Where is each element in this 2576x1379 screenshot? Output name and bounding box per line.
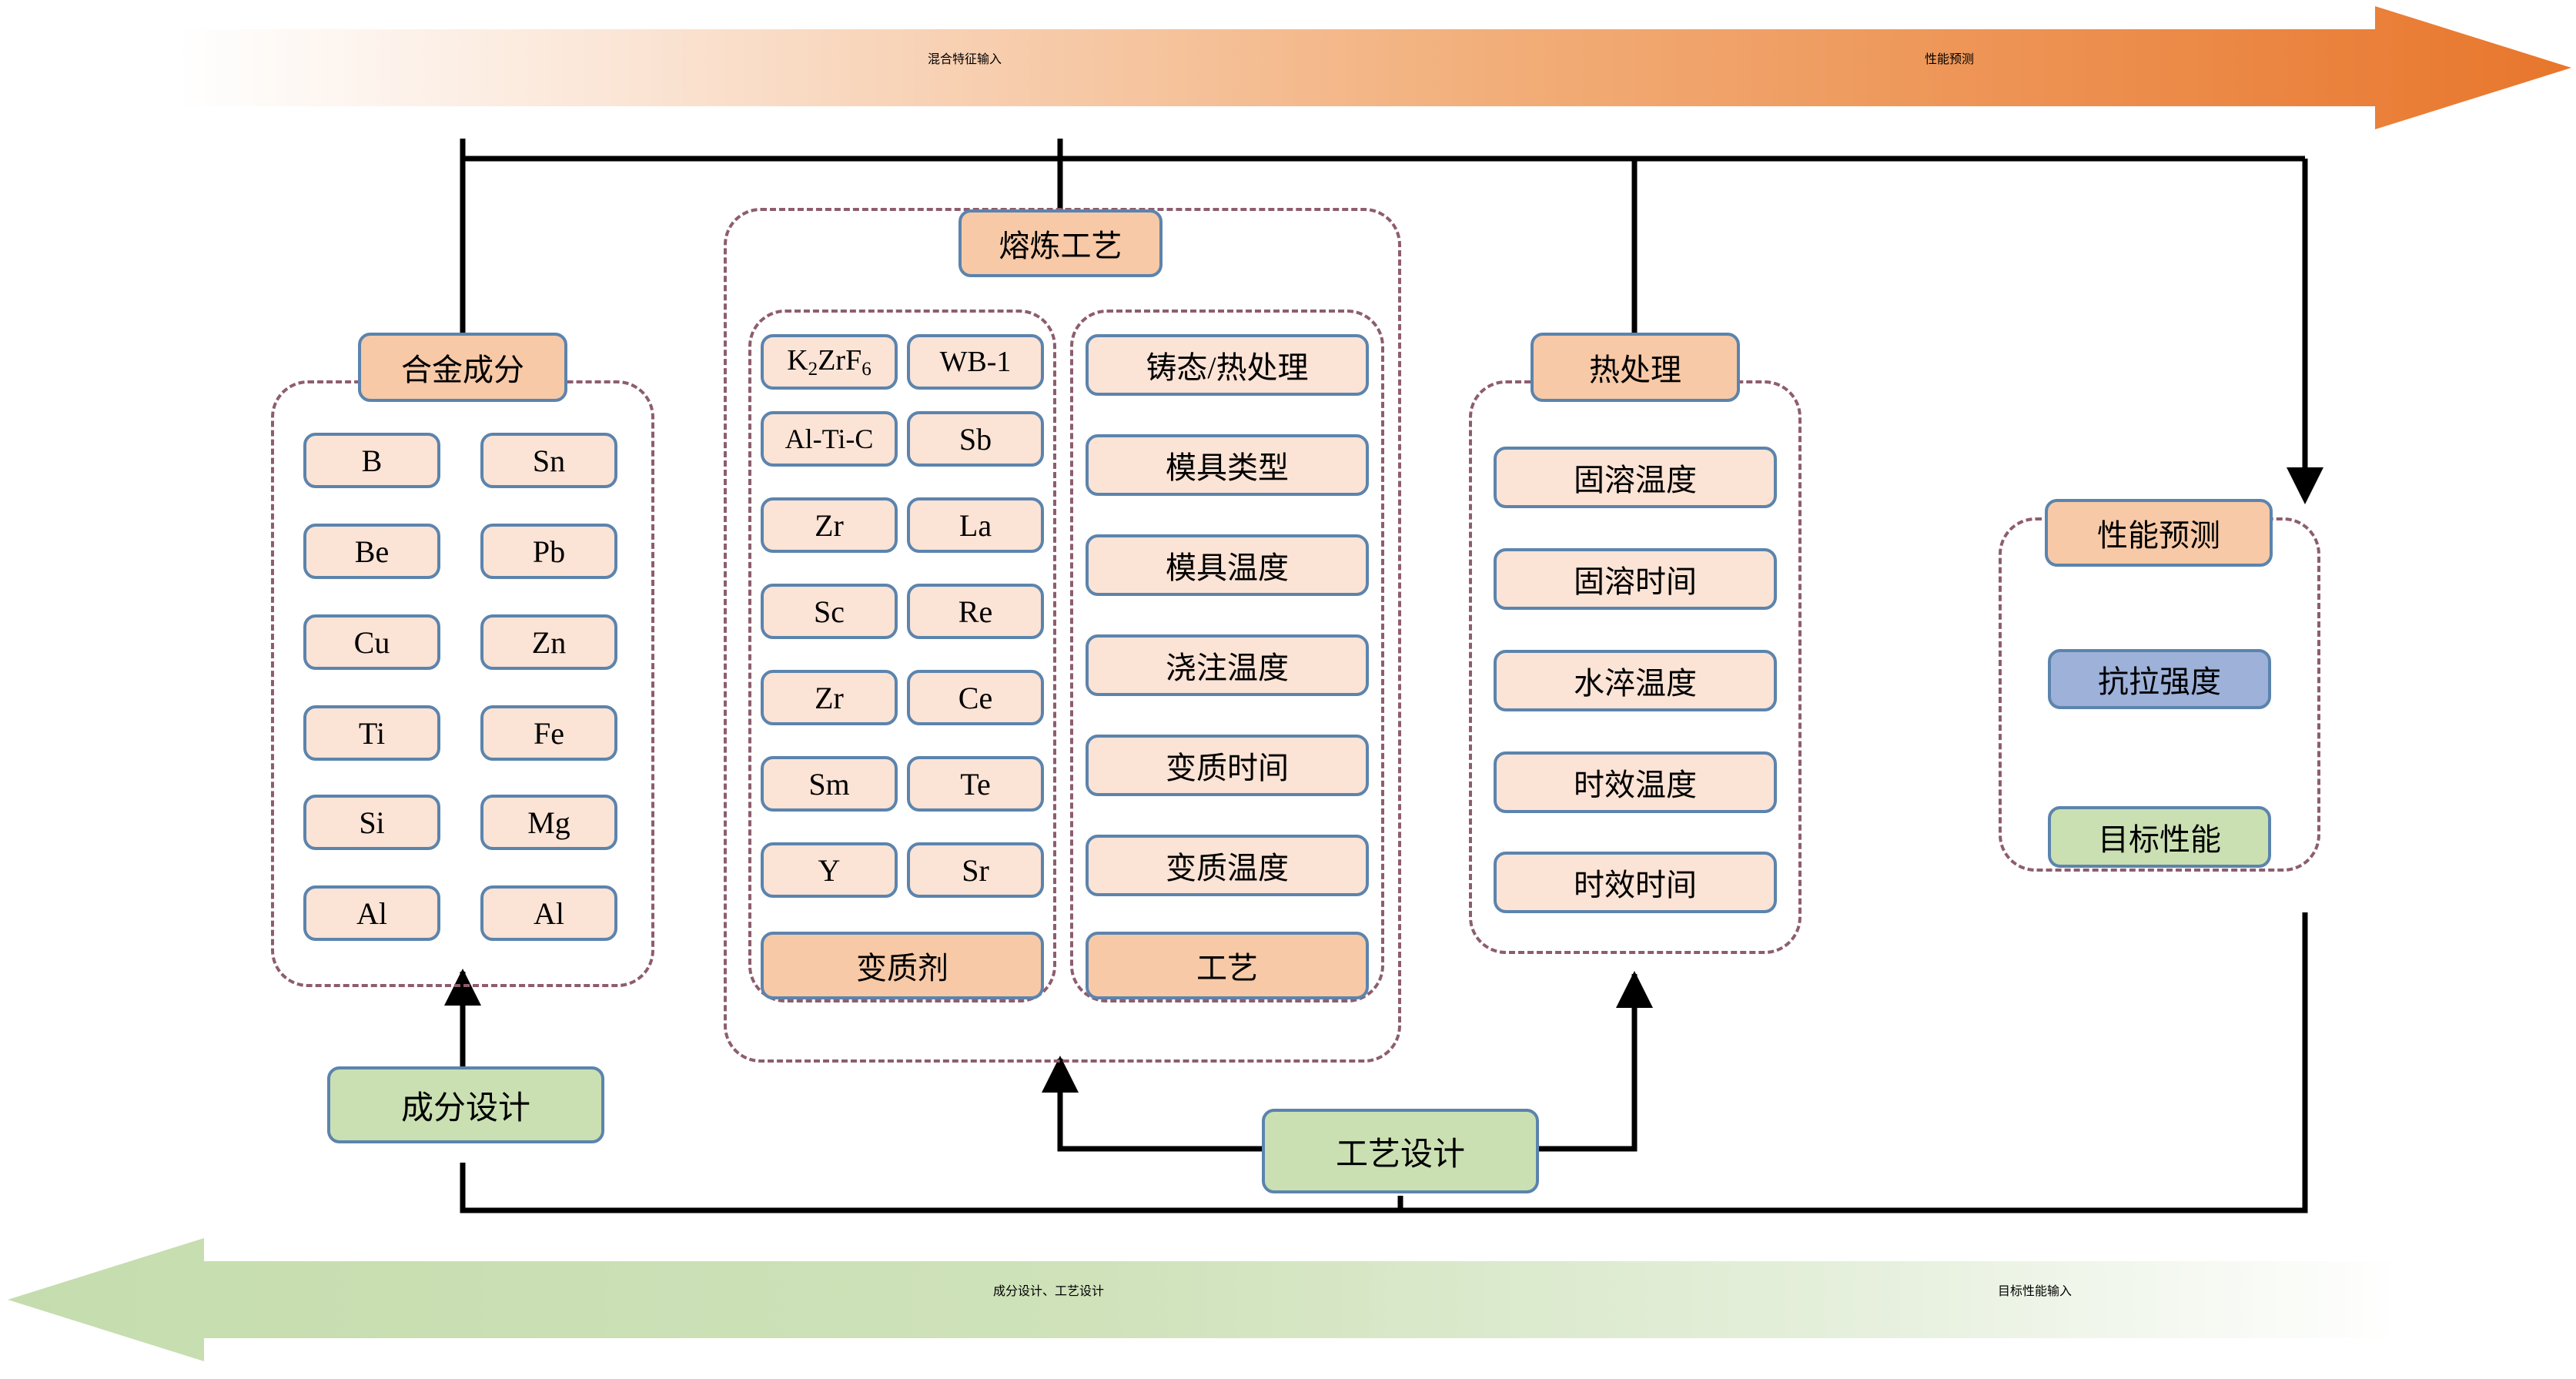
modifier-item-la[interactable]: La [907,497,1044,553]
alloy-item-si[interactable]: Si [303,795,440,850]
heat-item-solution-time[interactable]: 固溶时间 [1494,548,1777,610]
process-footer[interactable]: 工艺 [1086,932,1369,999]
process-item-modify-temp[interactable]: 变质温度 [1086,835,1369,896]
modifier-item-sr[interactable]: Sr [907,842,1044,898]
modifier-item-te[interactable]: Te [907,756,1044,812]
process-design-node[interactable]: 工艺设计 [1262,1109,1539,1193]
top-banner-right-label: 性能预测 [1925,53,1975,66]
alloy-item-cu[interactable]: Cu [303,614,440,670]
alloy-item-al-2[interactable]: Al [480,885,617,941]
modifier-item-ce[interactable]: Ce [907,670,1044,725]
alloy-composition-header[interactable]: 合金成分 [358,333,567,402]
melting-process-header[interactable]: 熔炼工艺 [958,209,1163,277]
process-item-mold-temp[interactable]: 模具温度 [1086,534,1369,596]
process-item-modify-time[interactable]: 变质时间 [1086,735,1369,796]
prediction-header[interactable]: 性能预测 [2045,499,2273,567]
process-item-mold-type[interactable]: 模具类型 [1086,434,1369,496]
bottom-banner-right-label: 目标性能输入 [1998,1285,2073,1298]
heat-item-aging-temp[interactable]: 时效温度 [1494,751,1777,813]
modifier-item-zr-1[interactable]: Zr [761,497,898,553]
modifier-item-zr-2[interactable]: Zr [761,670,898,725]
modifier-item-sm[interactable]: Sm [761,756,898,812]
modifier-item-wb-1[interactable]: WB-1 [907,334,1044,390]
bottom-arrow-banner [8,1238,2402,1361]
modifier-item-y[interactable]: Y [761,842,898,898]
modifier-footer[interactable]: 变质剂 [761,932,1044,999]
alloy-item-ti[interactable]: Ti [303,705,440,761]
modifier-subgroup [748,310,1056,1002]
modifier-item-k2zrf6-label: K2ZrF6 [787,343,871,380]
heat-treatment-header[interactable]: 热处理 [1531,333,1740,402]
prediction-target-performance[interactable]: 目标性能 [2048,806,2271,868]
modifier-item-al-ti-c[interactable]: Al-Ti-C [761,411,898,467]
heat-item-quench-temp[interactable]: 水淬温度 [1494,650,1777,711]
casting-process-subgroup [1070,310,1384,1002]
modifier-item-k2zrf6[interactable]: K2ZrF6 [761,334,898,390]
alloy-item-zn[interactable]: Zn [480,614,617,670]
alloy-item-fe[interactable]: Fe [480,705,617,761]
process-item-pour-temp[interactable]: 浇注温度 [1086,634,1369,696]
alloy-item-sn[interactable]: Sn [480,433,617,488]
heat-item-aging-time[interactable]: 时效时间 [1494,852,1777,913]
modifier-item-sc[interactable]: Sc [761,584,898,639]
heat-item-solution-temp[interactable]: 固溶温度 [1494,447,1777,508]
alloy-item-pb[interactable]: Pb [480,524,617,579]
composition-design-node[interactable]: 成分设计 [327,1066,604,1143]
top-arrow-banner [177,6,2571,129]
alloy-item-mg[interactable]: Mg [480,795,617,850]
top-banner-left-label: 混合特征输入 [928,53,1002,66]
process-item-cast-or-heat[interactable]: 铸态/热处理 [1086,334,1369,396]
alloy-item-al-1[interactable]: Al [303,885,440,941]
alloy-item-be[interactable]: Be [303,524,440,579]
alloy-item-b[interactable]: B [303,433,440,488]
modifier-item-sb[interactable]: Sb [907,411,1044,467]
modifier-item-re[interactable]: Re [907,584,1044,639]
bottom-banner-left-label: 成分设计、工艺设计 [993,1285,1105,1298]
prediction-property-tensile-strength[interactable]: 抗拉强度 [2048,649,2271,709]
